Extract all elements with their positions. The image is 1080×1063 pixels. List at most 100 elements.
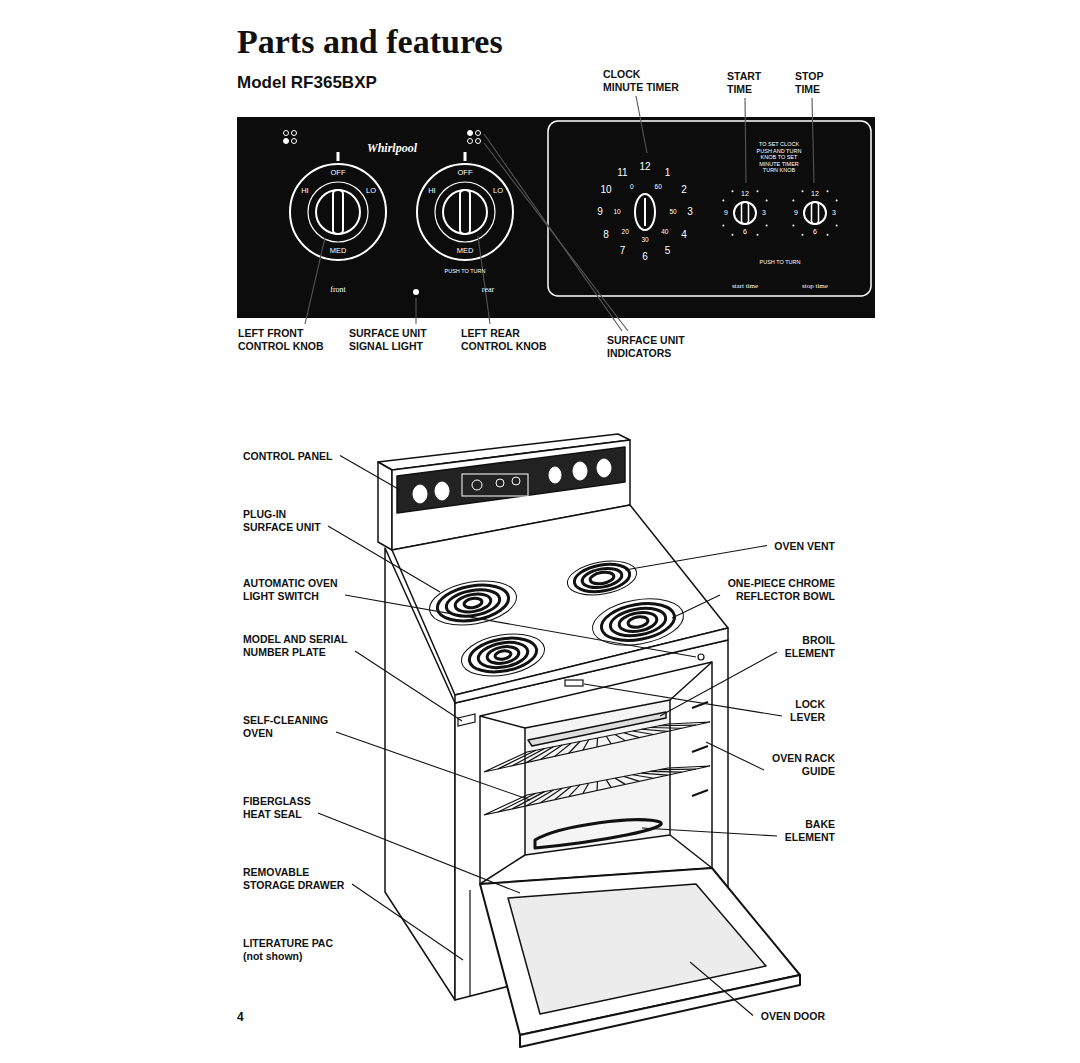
leader-line: [745, 98, 746, 183]
surface-unit: [494, 650, 511, 661]
clock-knob: [635, 194, 655, 230]
knob-label: stop time: [802, 280, 828, 293]
dial-tick: [792, 225, 794, 227]
surface-unit: [581, 566, 624, 591]
callout-label: OVEN VENT: [771, 540, 835, 553]
dial-marking: HI: [301, 185, 309, 198]
clock-numeral: 10: [600, 183, 611, 196]
leader-line: [672, 595, 720, 618]
surface-unit-indicator: [292, 139, 297, 144]
leader-line: [690, 962, 753, 1016]
surface-unit: [618, 610, 659, 634]
dial-tick: [722, 190, 837, 235]
control-knob: [316, 190, 360, 234]
panel-instruction: TO SET CLOCK PUSH AND TURN KNOB TO SET M…: [753, 141, 805, 174]
timer-numeral: 20: [622, 226, 629, 239]
surface-unit: [426, 556, 687, 682]
dial-numeral: 6: [813, 226, 817, 239]
panel-knob: [472, 480, 482, 490]
panel-knob: [435, 482, 449, 500]
control-knob: [417, 164, 513, 260]
oven-cavity: [535, 820, 661, 848]
callout-label: OVEN RACK GUIDE: [768, 752, 835, 777]
knob-label: front: [330, 284, 346, 297]
control-knob: [290, 164, 386, 260]
dial-tick: [766, 225, 768, 227]
leader-line: [328, 526, 440, 592]
surface-unit: [458, 628, 548, 682]
clock-numeral: 11: [617, 167, 627, 180]
timer-knob: [742, 202, 749, 224]
rack-wire: [498, 750, 536, 769]
dial-tick: [836, 200, 838, 202]
clock-numeral: 7: [620, 245, 626, 258]
leader-line: [812, 98, 814, 183]
surface-unit-indicator: [468, 131, 473, 136]
surface-unit: [454, 592, 492, 615]
dial-tick: [757, 190, 759, 192]
oven-door: [480, 868, 800, 1047]
callout-label: LEFT REAR CONTROL KNOB: [461, 327, 550, 352]
surface-unit-indicator: [284, 131, 289, 136]
leader-line: [340, 456, 400, 491]
dial-marking: HI: [428, 185, 436, 198]
surface-unit-indicator: [292, 131, 297, 136]
dial-marking: OFF: [331, 167, 346, 180]
surface-unit: [476, 639, 529, 671]
surface-unit-indicator: [476, 139, 481, 144]
surface-unit: [589, 570, 615, 585]
rack-wire: [624, 733, 639, 738]
timer-numeral: 40: [661, 226, 668, 239]
panel-note: PUSH TO TURN: [760, 256, 801, 269]
rack-wire: [606, 780, 611, 788]
rack-wire: [642, 773, 668, 775]
model-number: Model RF365BXP: [237, 73, 380, 93]
surface-unit: [444, 586, 502, 620]
callout-label: SURFACE UNIT SIGNAL LIGHT: [349, 327, 430, 352]
dial-marking: MED: [330, 245, 347, 258]
oven-cavity: [480, 662, 712, 884]
surface-unit: [463, 597, 482, 609]
timer-knob: [804, 202, 826, 224]
clock-numeral: 5: [665, 245, 671, 258]
rack-wire: [642, 729, 668, 731]
leader-line: [484, 143, 628, 331]
control-knob: [460, 190, 470, 234]
callout-label: REMOVABLE STORAGE DRAWER: [243, 866, 348, 891]
rack-wire: [555, 787, 571, 800]
surface-unit-indicator: [284, 139, 289, 144]
timer-numeral: 0: [630, 181, 634, 194]
oven-rack: [484, 722, 710, 772]
oven-cavity: [692, 702, 708, 796]
rack-wire: [624, 776, 639, 781]
panel-knob: [413, 485, 427, 503]
dial-numeral: 12: [811, 188, 819, 201]
clock-numeral: 4: [681, 228, 687, 241]
dial-marking: MED: [457, 245, 474, 258]
callout-label: MODEL AND SERIAL NUMBER PLATE: [243, 633, 351, 658]
range-fittings: [469, 890, 470, 996]
timer-knob: [734, 202, 756, 224]
rack-wire: [512, 749, 544, 766]
callout-label: AUTOMATIC OVEN LIGHT SWITCH: [243, 577, 341, 602]
panel-knob: [549, 467, 561, 483]
rack-wire: [526, 747, 553, 763]
dial-tick: [766, 200, 768, 202]
surface-unit: [627, 615, 648, 628]
rack-wire: [498, 793, 536, 812]
control-panel: [237, 117, 875, 318]
rack-wire: [659, 768, 696, 770]
clock-numeral: 2: [681, 183, 687, 196]
leader-line: [305, 238, 325, 324]
rack-wire: [569, 785, 580, 797]
panel-note: PUSH TO TURN: [445, 265, 486, 278]
panel-knob: [496, 479, 504, 487]
range-body: [397, 447, 625, 513]
rack-wire: [583, 783, 589, 793]
rack-wire: [512, 792, 544, 809]
dial-tick: [827, 190, 829, 192]
control-knob: [290, 152, 386, 260]
oven-cavity: [480, 716, 525, 728]
rack-wire: [633, 731, 654, 735]
